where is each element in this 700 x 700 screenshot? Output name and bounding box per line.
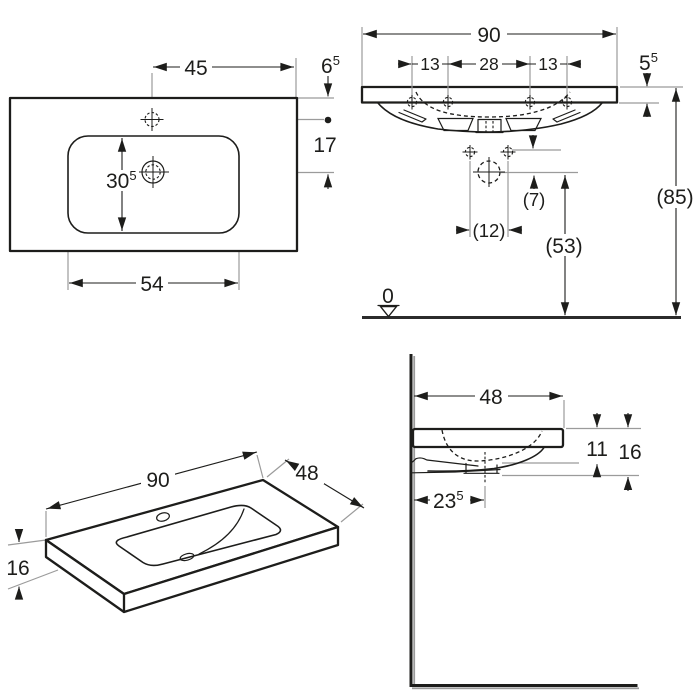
underside-recess-right bbox=[505, 117, 542, 132]
dim-dot bbox=[324, 116, 332, 124]
dim-label-17: 17 bbox=[313, 134, 336, 157]
ext-48-upper bbox=[266, 458, 290, 478]
wall-line bbox=[409, 354, 413, 687]
arrow-down-right bbox=[349, 497, 364, 508]
dim-label-85: (85) bbox=[656, 186, 693, 209]
dim-label-90: 90 bbox=[477, 24, 500, 47]
arrow-up-left bbox=[285, 460, 300, 471]
rim-fixing-holes bbox=[404, 95, 575, 110]
label-mask bbox=[418, 55, 442, 73]
bowl-rim bbox=[115, 504, 282, 567]
bowl-hidden-contour bbox=[441, 429, 543, 462]
label-mask bbox=[541, 234, 587, 256]
dim-label-12: (12) bbox=[473, 220, 506, 241]
drain-fitting bbox=[475, 118, 504, 134]
dim-label-7: (7) bbox=[523, 189, 546, 210]
bowl-underside-curve bbox=[427, 446, 545, 472]
rim-profile bbox=[360, 85, 619, 104]
fixing-hole bbox=[522, 95, 538, 110]
dim-label-45: 45 bbox=[184, 57, 207, 80]
datum-label-0: 0 bbox=[382, 285, 394, 308]
ext-16-lower bbox=[7, 569, 59, 590]
drain-hole-front bbox=[473, 157, 505, 187]
fixing-hole bbox=[440, 95, 456, 110]
dim-label-16: 16 bbox=[618, 441, 641, 464]
datum-triangle-icon bbox=[379, 305, 398, 318]
label-mask bbox=[141, 470, 175, 491]
dim-label-23-5: 235 bbox=[433, 488, 464, 513]
label-mask bbox=[652, 186, 698, 208]
label-mask bbox=[476, 55, 502, 73]
label-mask bbox=[471, 24, 507, 44]
dim-label-6-5: 65 bbox=[321, 53, 340, 78]
front-view: 90 13 28 13 55 (7) (12) (53) (85) 0 bbox=[360, 24, 698, 319]
fixing-hole bbox=[404, 95, 420, 110]
dim-label-48: 48 bbox=[479, 386, 502, 409]
ground-line bbox=[362, 316, 681, 319]
label-mask bbox=[475, 386, 508, 407]
label-mask bbox=[136, 272, 168, 293]
fixing-hole bbox=[559, 95, 575, 110]
dim-label-11: 11 bbox=[586, 438, 608, 461]
dim-label-16: 16 bbox=[6, 557, 29, 580]
arrow-right-up bbox=[242, 451, 256, 460]
dim-label-54: 54 bbox=[140, 273, 164, 296]
drain-fitting bbox=[463, 462, 500, 474]
ext-90-right bbox=[256, 454, 264, 479]
plan-view: 45 65 17 305 54 bbox=[8, 53, 340, 296]
underside-wing-right bbox=[552, 109, 581, 123]
arrow-left-down bbox=[47, 501, 62, 510]
bowl-outline bbox=[67, 135, 240, 234]
drain-hole-iso bbox=[179, 552, 195, 562]
side-view: 48 11 16 235 bbox=[409, 354, 642, 690]
dim-label-48: 48 bbox=[295, 462, 318, 485]
floor-shadow-line bbox=[412, 687, 639, 690]
label-mask bbox=[105, 170, 139, 191]
fixing-hole bbox=[500, 145, 516, 160]
fixing-hole bbox=[462, 145, 478, 160]
dim-label-28: 28 bbox=[479, 54, 498, 74]
dim-label-13-right: 13 bbox=[538, 54, 557, 74]
dim-label-13-left: 13 bbox=[420, 54, 439, 74]
rear-support-lip bbox=[411, 457, 479, 467]
drain-fitting-hidden bbox=[485, 121, 494, 132]
dim-label-90: 90 bbox=[146, 469, 169, 492]
underside-wing-left bbox=[398, 109, 427, 123]
dim-label-30-5: 305 bbox=[106, 168, 137, 193]
tap-hole-iso bbox=[156, 512, 170, 522]
rim-profile bbox=[411, 427, 565, 449]
isometric-view: 90 48 16 bbox=[6, 451, 365, 614]
underside-bottom-edge bbox=[411, 468, 501, 474]
floor-line bbox=[409, 684, 638, 687]
ext-48-lower bbox=[340, 503, 364, 523]
label-mask bbox=[180, 56, 212, 77]
dim-label-5-5: 55 bbox=[639, 50, 658, 75]
ext-16-upper bbox=[7, 539, 47, 546]
wall-shadow-line bbox=[413, 356, 416, 684]
lower-fixing-holes bbox=[462, 145, 516, 160]
label-mask bbox=[536, 55, 560, 73]
dim-label-53: (53) bbox=[545, 235, 582, 258]
label-mask bbox=[430, 490, 471, 511]
underside-recess-left bbox=[437, 117, 474, 132]
bowl-inner-slope bbox=[198, 508, 245, 555]
